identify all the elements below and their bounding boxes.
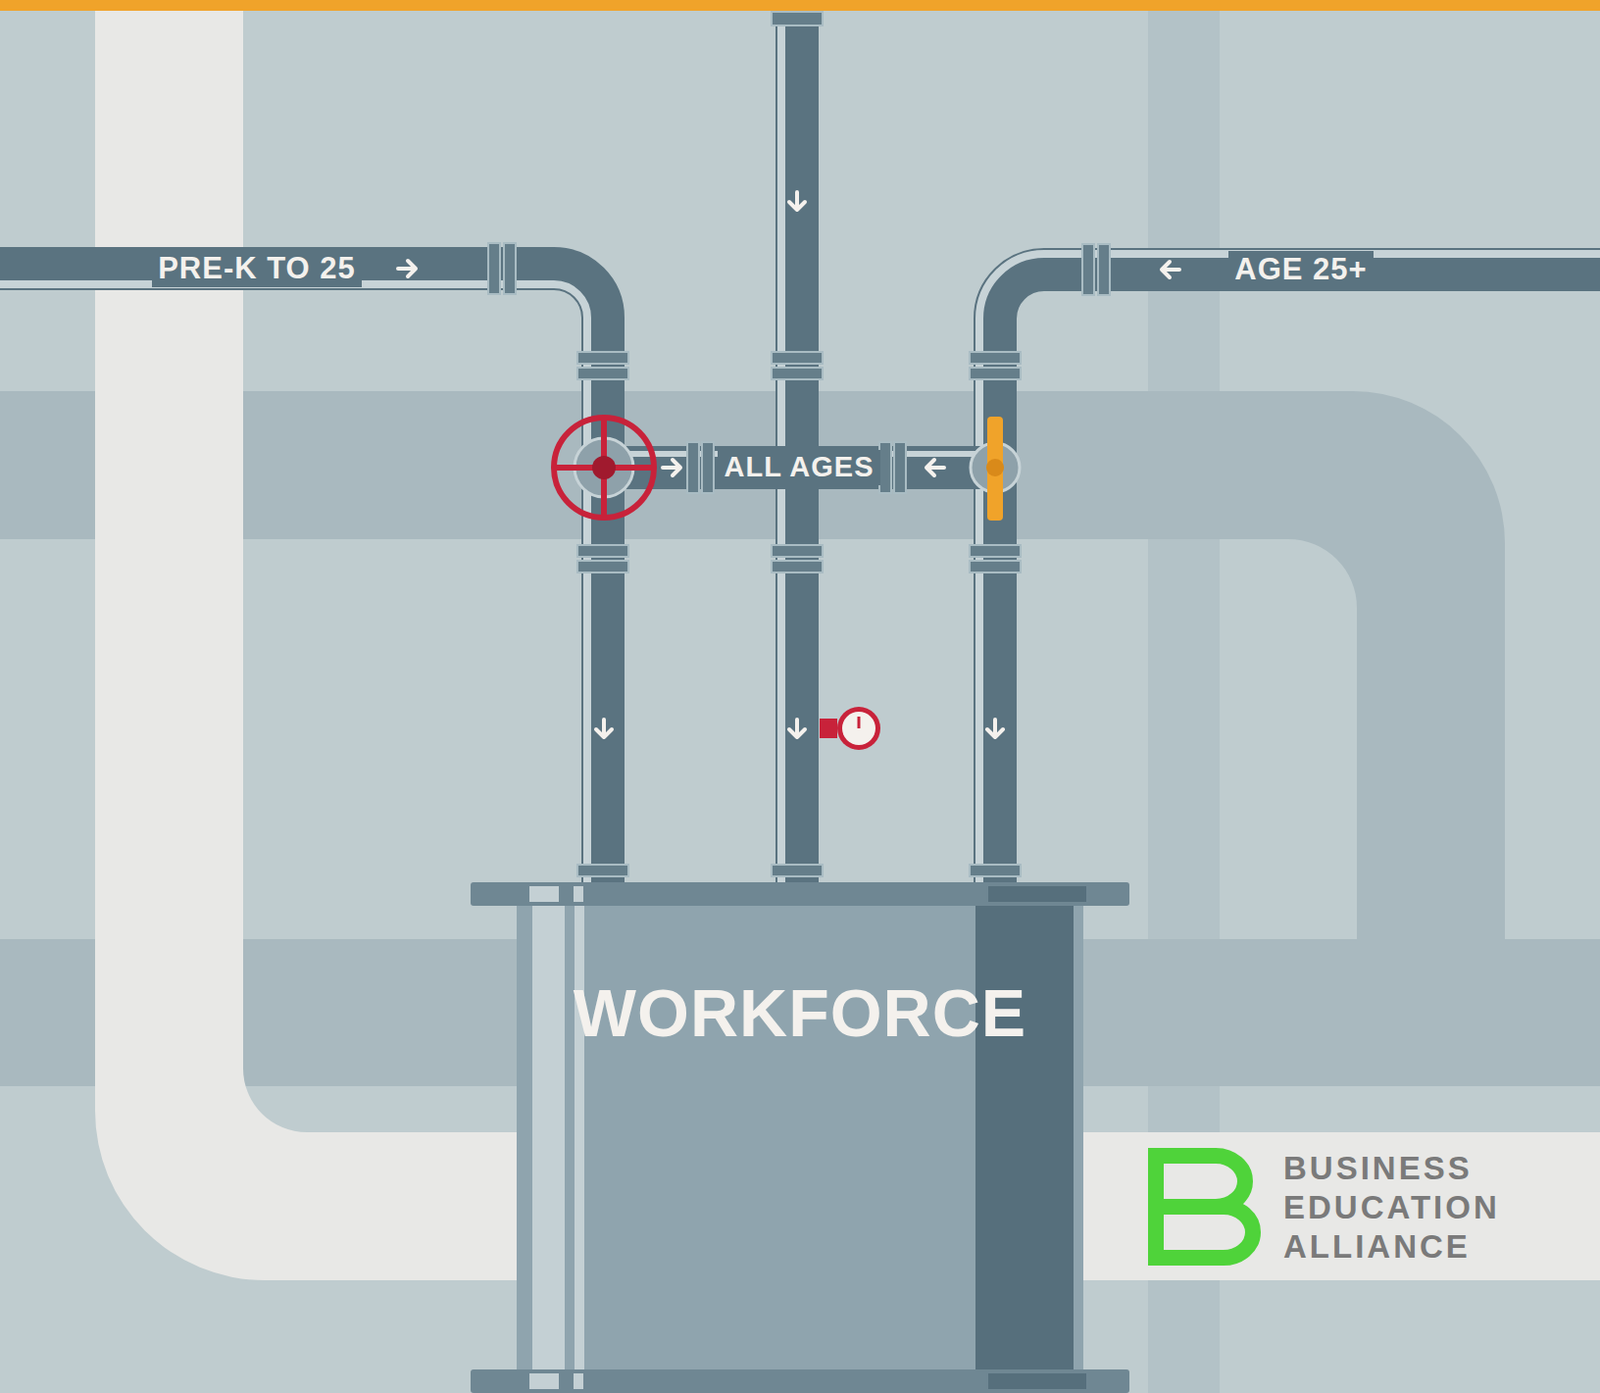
coupling: [879, 442, 892, 494]
coupling: [577, 560, 629, 573]
pipe: [995, 269, 1600, 883]
flow-arrow: [789, 192, 805, 210]
coupling: [771, 367, 823, 380]
pipe-label: ALL AGES: [717, 450, 880, 486]
flow-arrow: [987, 719, 1003, 738]
coupling: [894, 442, 906, 494]
pipe: [602, 446, 996, 490]
logo-text: BUSINESS EDUCATION ALLIANCE: [1283, 1149, 1500, 1268]
flow-arrow: [596, 719, 612, 738]
coupling: [687, 442, 700, 494]
coupling: [969, 367, 1021, 380]
tank-title: WORKFORCE: [573, 974, 1027, 1051]
coupling: [701, 442, 714, 494]
coupling: [771, 545, 823, 557]
pipe-highlight: [0, 284, 588, 883]
coupling: [969, 864, 1021, 877]
coupling: [577, 864, 629, 877]
pipe: [0, 268, 603, 883]
coupling: [969, 560, 1021, 573]
coupling: [771, 11, 823, 26]
flow-arrow: [662, 459, 681, 476]
coupling: [1098, 244, 1110, 296]
coupling: [771, 864, 823, 877]
red-valve: [553, 417, 654, 518]
coupling: [969, 351, 1021, 364]
flow-arrow: [398, 260, 416, 277]
coupling: [771, 351, 823, 364]
pressure-gauge: [819, 706, 881, 750]
coupling: [1082, 244, 1095, 296]
coupling: [488, 243, 500, 295]
pipe-label: AGE 25+: [1228, 250, 1373, 289]
coupling: [771, 560, 823, 573]
pipe-highlight: [979, 253, 1600, 883]
logo-mark: [1155, 1155, 1253, 1258]
tank-node: WORKFORCE: [516, 905, 1084, 1370]
orange-valve: [970, 416, 1020, 521]
coupling: [503, 243, 516, 295]
coupling: [577, 367, 629, 380]
coupling: [577, 351, 629, 364]
flow-arrow: [789, 719, 805, 738]
pipe-label: PRE-K TO 25: [151, 250, 362, 288]
flow-arrow: [1161, 261, 1180, 278]
top-bar: [0, 0, 1600, 11]
coupling: [969, 545, 1021, 557]
workforce-tank: [470, 882, 1130, 1393]
coupling: [577, 545, 629, 557]
flow-arrow: [926, 459, 945, 476]
